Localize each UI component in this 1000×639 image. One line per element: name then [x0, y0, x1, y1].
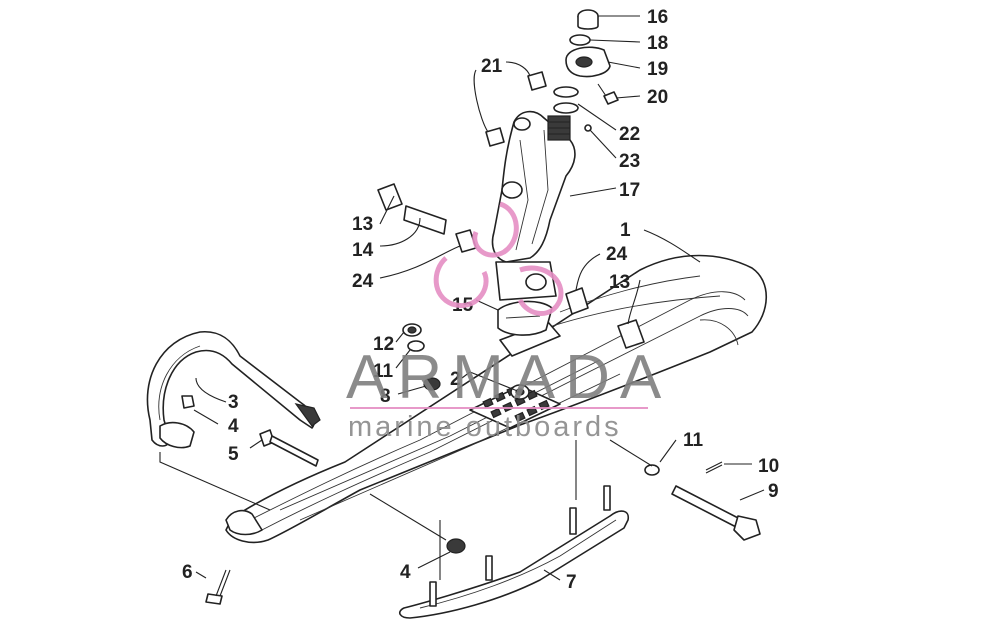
callout-3: 3	[228, 392, 239, 413]
callout-18: 18	[647, 33, 668, 54]
callout-13a: 13	[352, 214, 373, 235]
bushings-and-pins	[377, 71, 645, 349]
callout-12: 12	[373, 334, 394, 355]
callout-1: 1	[620, 220, 631, 241]
callout-16: 16	[647, 7, 668, 28]
callout-2: 2	[450, 369, 461, 390]
callout-24b: 24	[606, 244, 628, 265]
wear-bar	[398, 485, 630, 619]
callout-4b: 4	[400, 562, 411, 583]
watermark-tagline: marine outboards	[348, 411, 622, 443]
mount-plate-grid	[482, 385, 550, 423]
callout-20: 20	[647, 87, 668, 108]
callout-labels: 16 18 19 20 22 23 17 21 13 14 24 15 24 1…	[182, 7, 779, 593]
callout-7: 7	[566, 572, 577, 593]
leader-lines	[159, 15, 765, 581]
callout-11a: 11	[373, 361, 394, 382]
spindle-top-hardware	[553, 9, 619, 132]
callout-6: 6	[182, 562, 193, 583]
callout-17: 17	[619, 180, 640, 201]
callout-9: 9	[768, 481, 779, 502]
callout-24a: 24	[352, 271, 374, 292]
callout-21: 21	[481, 56, 503, 77]
callout-23: 23	[619, 151, 640, 172]
callout-19: 19	[647, 59, 668, 80]
callout-4a: 4	[228, 416, 239, 437]
callout-14: 14	[352, 240, 374, 261]
callout-10: 10	[758, 456, 779, 477]
watermark-brand: ARMADA	[346, 343, 671, 412]
callout-5: 5	[228, 444, 239, 465]
callout-22: 22	[619, 124, 640, 145]
watermark-logo	[433, 201, 564, 316]
watermark: ARMADA marine outboards	[346, 201, 671, 443]
callout-11b: 11	[683, 430, 704, 451]
callout-8: 8	[380, 386, 391, 407]
ski-handle	[146, 331, 321, 449]
spindle	[491, 110, 576, 301]
fasteners	[205, 323, 761, 605]
callout-13b: 13	[609, 272, 630, 293]
